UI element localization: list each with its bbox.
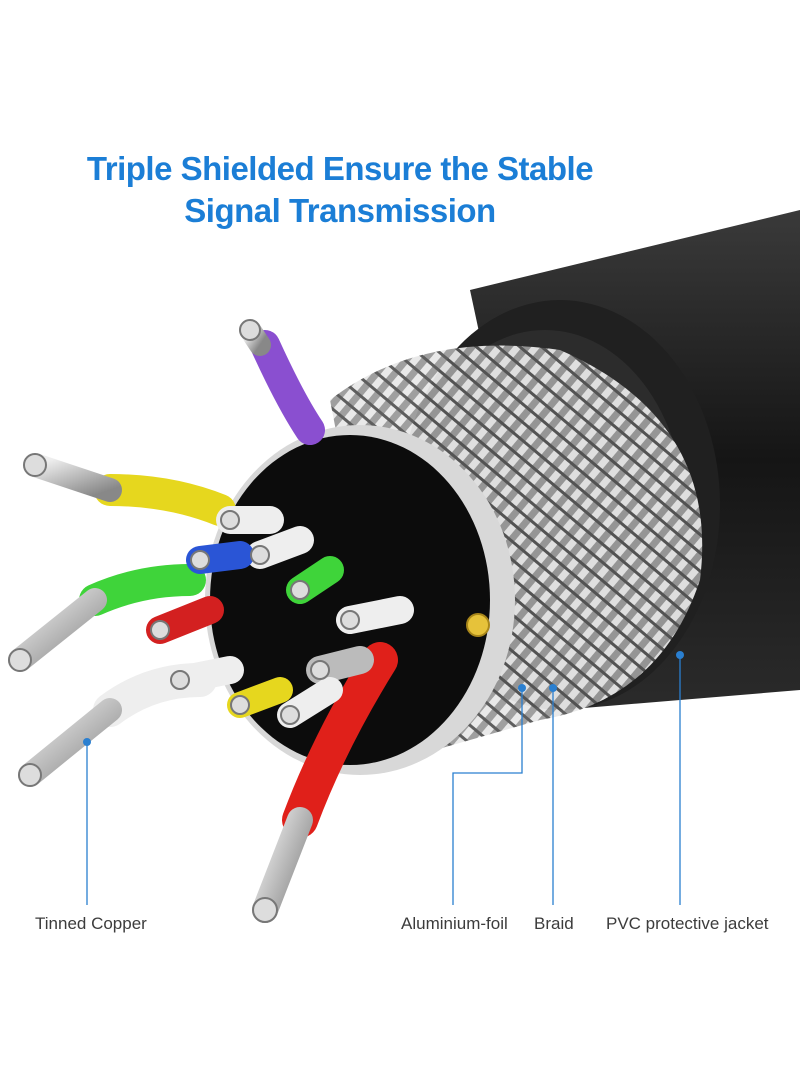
label-braid: Braid: [534, 914, 574, 933]
headline-line-1: Triple Shielded Ensure the Stable: [86, 150, 594, 187]
headline-line-2: Signal Transmission: [184, 192, 496, 229]
wire-ends: [8, 319, 490, 923]
leader-dots: [83, 651, 684, 746]
leader-lines: [86, 655, 681, 905]
label-tinned-copper: Tinned Copper: [35, 914, 147, 933]
label-pvc-jacket: PVC protective jacket: [606, 914, 769, 933]
label-aluminium-foil: Aluminium-foil: [401, 914, 508, 933]
leader-aluminium-foil: [452, 688, 523, 905]
